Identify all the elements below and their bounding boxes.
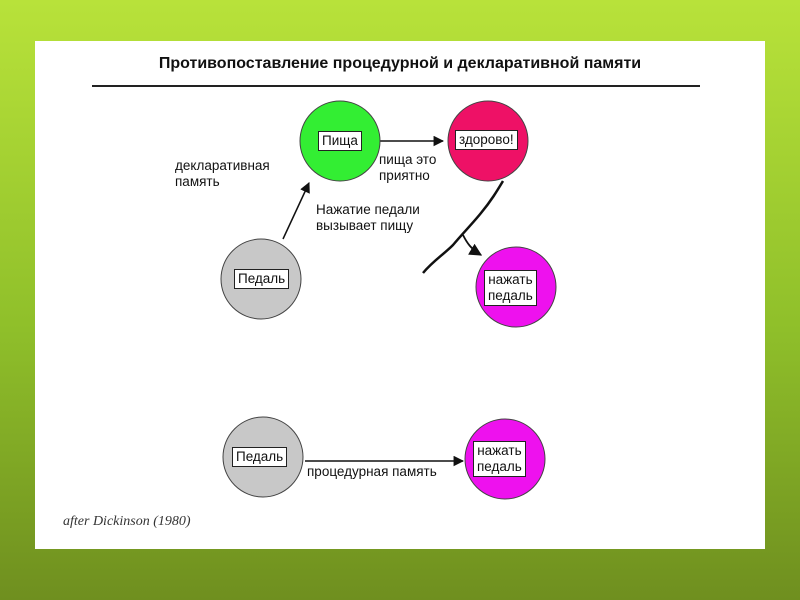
edge-causes-label: Нажатие педали вызывает пищу [316, 202, 420, 234]
node-food-label: Пища [318, 131, 362, 151]
node-press-bottom-line2: педаль [477, 459, 522, 474]
slide-title: Противопоставление процедурной и деклара… [158, 55, 642, 72]
edge-causes-line1: Нажатие педали [316, 202, 420, 217]
source-caption: after Dickinson (1980) [63, 514, 191, 529]
title-rule [92, 85, 700, 87]
node-press-bottom-label: нажать педаль [473, 441, 526, 477]
node-press-top-label: нажать педаль [484, 270, 537, 306]
edge-pleasant-line1: пища это [379, 152, 437, 167]
node-pedal-bottom-label: Педаль [232, 447, 288, 467]
edge-declarative-line1: декларативная [175, 158, 270, 173]
edge-pleasant-line2: приятно [379, 168, 430, 183]
edge-pedal-to-food [282, 182, 310, 240]
node-great-label: здорово! [455, 130, 518, 150]
handdrawn-branch [462, 234, 483, 256]
slide: Противопоставление процедурной и деклара… [35, 41, 765, 549]
node-press-top-line2: педаль [488, 288, 533, 303]
node-press-bottom-line1: нажать [477, 443, 522, 458]
edge-declarative-label: декларативная память [175, 158, 270, 190]
edge-pleasant-label: пища это приятно [379, 152, 436, 184]
node-press-top-line1: нажать [488, 272, 533, 287]
edge-causes-line2: вызывает пищу [316, 218, 414, 233]
edge-procedural-label: процедурная память [307, 464, 437, 479]
handdrawn-divider [422, 180, 505, 274]
node-pedal-top-label: Педаль [234, 269, 290, 289]
edge-declarative-line2: память [175, 174, 220, 189]
